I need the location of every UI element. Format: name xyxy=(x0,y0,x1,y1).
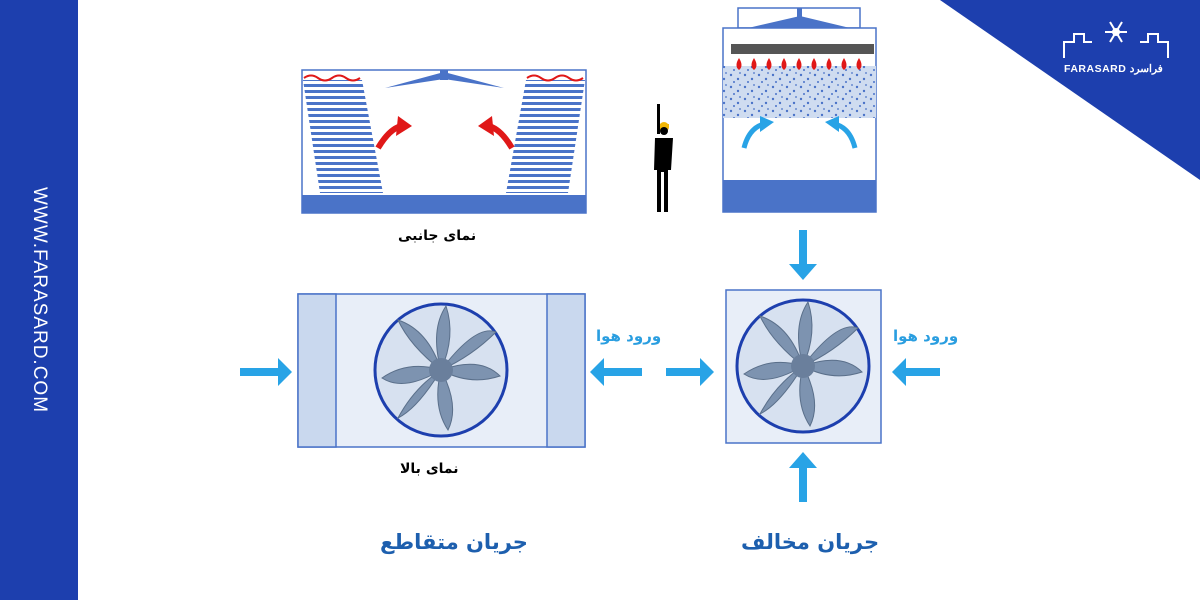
counterflow-fan-icon xyxy=(735,298,871,434)
crossflow-title: جریان متقاطع xyxy=(380,530,528,554)
counterflow-top-view xyxy=(666,230,940,502)
crossflow-side-view xyxy=(301,69,587,214)
counterflow-title: جریان مخالف xyxy=(741,530,880,554)
snowflake-icon xyxy=(1063,21,1169,58)
top-view-label: نمای بالا xyxy=(400,461,459,477)
air-arrow-from-right xyxy=(892,358,940,386)
crossflow-basin xyxy=(302,195,586,213)
air-arrow-from-top xyxy=(789,230,817,280)
side-view-label: نمای جانبی xyxy=(398,228,477,244)
crossflow-fan-icon xyxy=(373,302,509,438)
air-arrow-from-bottom xyxy=(789,452,817,502)
counterflow-side-view xyxy=(722,7,877,213)
fill-media xyxy=(723,66,876,118)
water-drops xyxy=(736,58,862,70)
air-inlet-label-crossflow: ورود هوا xyxy=(596,327,662,345)
counterflow-basin xyxy=(723,180,876,212)
right-hot-water-line xyxy=(526,74,584,82)
human-scale-silhouette xyxy=(654,104,673,212)
crossflow-top-view xyxy=(240,293,642,448)
air-inlet-label-counterflow: ورود هوا xyxy=(893,327,959,345)
left-hot-water-line xyxy=(303,74,361,82)
corner-brand-banner xyxy=(940,0,1200,180)
right-inlet-face xyxy=(546,293,586,448)
left-inlet-face xyxy=(297,293,337,448)
air-arrow-into-right-inlet xyxy=(590,358,642,386)
air-arrow-left-outer xyxy=(240,358,292,386)
spray-header-pipe xyxy=(731,44,874,54)
brand-logo-text[interactable]: FARASARD فراسرد xyxy=(1064,63,1163,75)
left-louver-fill xyxy=(303,80,383,193)
right-louver-fill xyxy=(506,80,585,193)
left-brand-bar: WWW.FARASARD.COM xyxy=(0,0,78,600)
air-arrow-from-left xyxy=(666,358,714,386)
